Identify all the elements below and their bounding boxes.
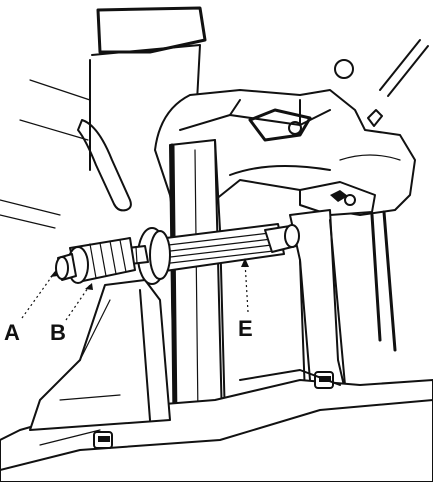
- puller-tool: [55, 223, 300, 285]
- callout-label-a: A: [4, 320, 20, 345]
- callout-labels: A B E: [4, 316, 253, 345]
- upper-bracket: [154, 89, 416, 231]
- leader-lines: [21, 258, 249, 321]
- background-housing: [0, 6, 429, 229]
- right-rod: [370, 210, 397, 352]
- left-pedestal: [29, 279, 171, 431]
- main-column: [169, 139, 346, 423]
- callout-label-e: E: [238, 316, 253, 341]
- callout-label-b: B: [50, 320, 66, 345]
